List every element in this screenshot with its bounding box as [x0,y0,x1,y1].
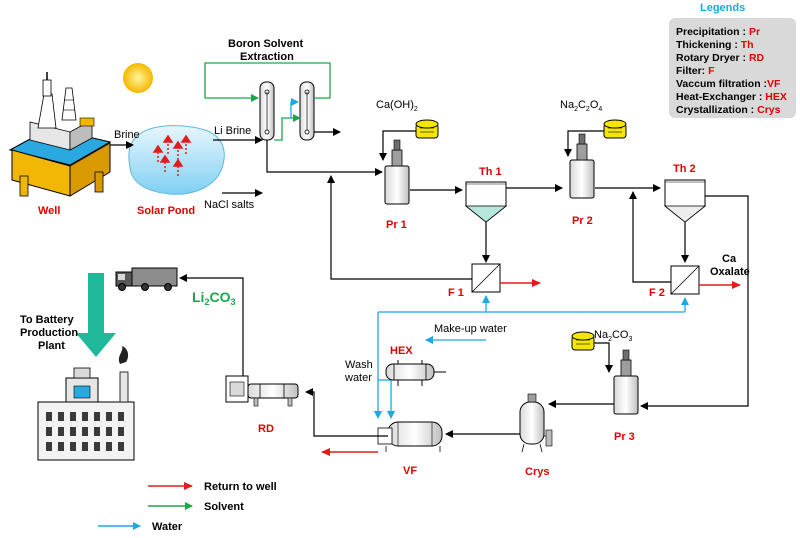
na2co3-hopper [571,331,595,351]
legend-item-name: Heat-Exchanger : [676,91,766,103]
na2co3-feed-line [594,342,613,373]
legend-item-name: Thickening : [676,39,741,51]
label-li2co3: Li2CO3 [192,289,235,307]
legend-return-label: Return to well [204,481,277,493]
f1-filter [471,263,501,293]
label-brine: Brine [114,129,140,141]
label-wash-2: water [344,372,372,384]
th1-thickener [464,181,508,223]
legend-item: Vaccum filtration :VF [676,78,780,90]
label-ca-oxalate-1: Ca [722,253,737,265]
label-hex: HEX [390,345,413,357]
caoh2-hopper [415,119,439,139]
na2c2o4-hopper [603,119,627,139]
label-na2c2o4: Na2C2O4 [560,99,602,113]
label-caoh2: Ca(OH)2 [376,99,418,113]
legend-title: Legends [700,2,746,14]
legend-item-name: Filter: [676,65,709,77]
legend-item: Thickening : Th [676,39,754,51]
label-well: Well [38,205,60,217]
legend-item-name: Crystallization : [676,104,758,116]
label-solar-pond: Solar Pond [137,205,195,217]
label-rd: RD [258,423,274,435]
th2-thickener [663,179,707,223]
legend-solvent-label: Solvent [204,501,244,513]
water-line-extraction [290,98,299,118]
legend-item-abbr: F [708,65,715,77]
solvent-line-mid [274,114,301,141]
label-f2: F 2 [649,287,665,299]
label-vf: VF [403,465,417,477]
legend-item: Crystallization : Crys [676,104,780,116]
f2-recycle-line [629,191,671,283]
na2c2o4-feed-line [564,130,604,157]
label-battery-1: To Battery [20,314,74,326]
legend-item-name: Vaccum filtration : [676,78,768,90]
label-battery-2: Production [20,327,78,339]
sun-icon [123,63,153,93]
legend-item: Rotary Dryer : RD [676,52,764,64]
label-th1: Th 1 [479,166,502,178]
pr3-tank [613,349,639,415]
solar-pond-icon [128,125,225,195]
hex-exchanger [385,360,435,386]
label-li-brine: Li Brine [214,125,251,137]
truck-icon [115,267,178,291]
well-rig-icon [8,72,112,197]
label-battery-3: Plant [38,340,65,352]
caoh2-feed-line [379,130,416,161]
crystallizer [519,393,553,453]
label-wash-1: Wash [345,359,373,371]
label-boron-1: Boron Solvent [228,38,304,50]
label-makeup-water: Make-up water [434,323,507,335]
legend-item-abbr: VF [767,78,781,90]
f2-filter [670,265,700,295]
label-pr2: Pr 2 [572,215,593,227]
legend-box [669,18,796,118]
vf-rd-line [305,388,388,437]
legend-item-name: Rotary Dryer : [676,52,749,64]
legend-item-abbr: HEX [765,91,787,103]
f1-recycle-line [327,175,472,280]
label-crys: Crys [525,466,549,478]
label-f1: F 1 [448,287,464,299]
solvent-loop-line [204,62,331,102]
pr2-tank [569,133,595,199]
label-pr1: Pr 1 [386,219,407,231]
legend-item: Precipitation : Pr [676,26,760,38]
rotary-dryer [225,375,299,407]
feed-pr1-line [266,140,383,176]
vacuum-filter [377,421,443,452]
label-na2co3: Na2CO3 [594,329,632,343]
legend-item-abbr: Pr [748,26,761,38]
legend-item-abbr: RD [748,52,765,64]
label-boron-2: Extraction [240,51,294,63]
to-battery-arrow [76,273,116,357]
legend-item-abbr: Th [740,39,754,51]
legend-item: Heat-Exchanger : HEX [676,91,787,103]
label-nacl: NaCl salts [204,199,255,211]
pr1-tank [384,139,410,205]
legend-item-name: Precipitation : [676,26,749,38]
label-th2: Th 2 [673,163,696,175]
extraction-column-1 [259,81,275,141]
battery-plant-icon [37,346,135,461]
rd-truck-line [179,274,244,376]
label-pr3: Pr 3 [614,431,635,443]
legend-item-abbr: Crys [757,104,781,116]
legend-water-label: Water [152,521,183,533]
extraction-column-2 [299,81,315,141]
legend-item: Filter: F [676,65,715,77]
th2-pr3-line [640,195,749,410]
label-ca-oxalate-2: Oxalate [710,266,750,278]
